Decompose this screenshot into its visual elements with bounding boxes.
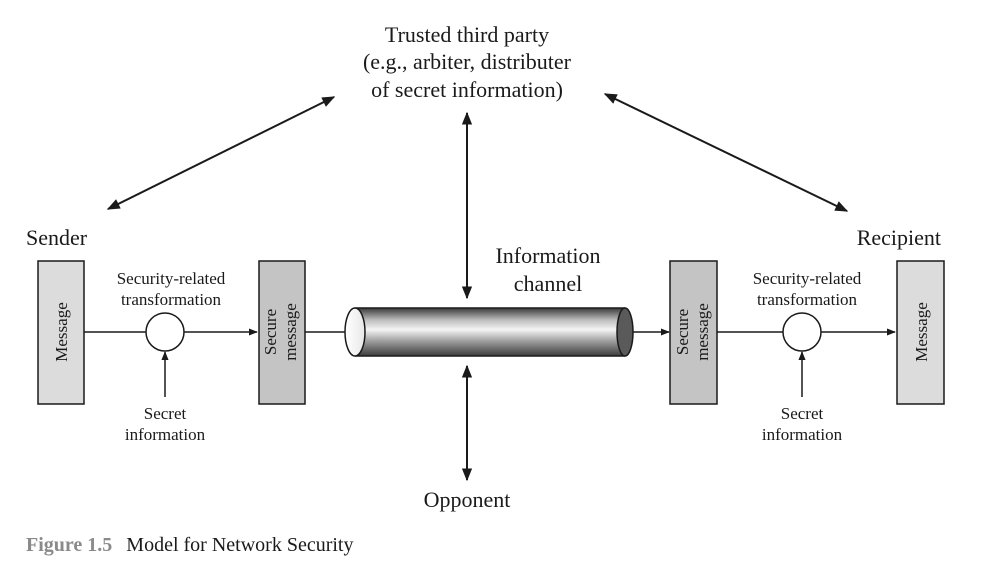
sender-secure-box: [258, 260, 306, 405]
trusted-party-line2: (e.g., arbiter, distributer: [363, 49, 572, 74]
sender-transform-line1: Security-related: [117, 269, 226, 288]
opponent-label: Opponent: [424, 487, 511, 512]
recipient-message-box: [896, 260, 945, 405]
trusted-recipient-arrow: [603, 93, 849, 212]
sender-secure-line2: message: [281, 303, 300, 361]
trusted-party-line3: of secret information): [371, 77, 563, 102]
recipient-transform-line2: transformation: [757, 290, 858, 309]
recipient-title: Recipient: [857, 225, 941, 250]
sender-transform-line2: transformation: [121, 290, 222, 309]
sender-secret-line2: information: [125, 425, 206, 444]
sender-title: Sender: [26, 225, 88, 250]
figure-caption: Figure 1.5 Model for Network Security: [26, 534, 353, 557]
figure-title: Model for Network Security: [126, 534, 354, 556]
recipient-secure-line1: Secure: [673, 309, 692, 355]
sender-secret-line1: Secret: [144, 404, 187, 423]
sender-message-label: Message: [52, 302, 71, 361]
information-channel-pipe: [344, 307, 634, 357]
trusted-sender-arrow: [106, 96, 336, 210]
sender-transform-circle: [145, 312, 185, 352]
recipient-transform-circle: [782, 312, 822, 352]
recipient-secure-box: [669, 260, 718, 405]
recipient-secure-line2: message: [693, 303, 712, 361]
recipient-message-label: Message: [912, 302, 931, 361]
sender-secure-line1: Secure: [261, 309, 280, 355]
recipient-transform-line1: Security-related: [753, 269, 862, 288]
recipient-secret-line1: Secret: [781, 404, 824, 423]
trusted-party-line1: Trusted third party: [385, 22, 549, 47]
figure-number: Figure 1.5: [26, 534, 113, 556]
recipient-secret-line2: information: [762, 425, 843, 444]
channel-label-line1: Information: [495, 243, 600, 268]
channel-label-line2: channel: [514, 271, 582, 296]
network-security-diagram: Trusted third party (e.g., arbiter, dist…: [26, 22, 945, 512]
